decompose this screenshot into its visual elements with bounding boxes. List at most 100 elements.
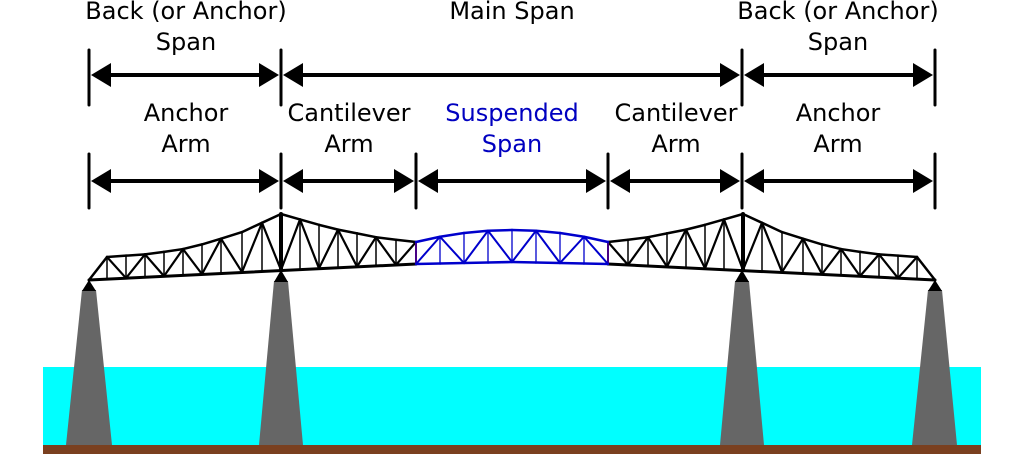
diagonal bbox=[260, 221, 283, 272]
diagonal bbox=[684, 228, 707, 270]
dim-suspended-span-arrow-left bbox=[418, 169, 438, 193]
top-chord bbox=[665, 228, 688, 235]
dim-suspended-span-arrow-right bbox=[586, 169, 606, 193]
label-cantilever-arm-left: Cantilever bbox=[287, 99, 410, 127]
water bbox=[43, 367, 981, 446]
label-cantilever-arm-right-2: Arm bbox=[651, 130, 700, 158]
ground bbox=[43, 445, 981, 454]
dim-anchor-arm-left-arrow-right bbox=[259, 169, 279, 193]
top-chord bbox=[317, 223, 340, 231]
suspended-bottom-chord bbox=[486, 260, 514, 264]
label-suspended-span-2: Span bbox=[482, 130, 542, 158]
label-cantilever-arm-right: Cantilever bbox=[614, 99, 737, 127]
dim-main-span-arrow-right bbox=[720, 63, 740, 87]
label-main-span: Main Span bbox=[449, 0, 574, 25]
pier-right-anchor bbox=[912, 290, 957, 445]
pier-right-main bbox=[720, 281, 764, 445]
diagonal bbox=[240, 221, 264, 274]
diagonal bbox=[703, 218, 726, 270]
top-chord bbox=[722, 212, 745, 221]
diagonal bbox=[162, 247, 185, 278]
diagonal bbox=[780, 237, 805, 274]
truss bbox=[87, 212, 937, 282]
suspended-bottom-chord bbox=[438, 261, 466, 265]
suspended-bottom-chord bbox=[558, 261, 586, 265]
diagonal bbox=[896, 255, 919, 280]
suspended-diagonal bbox=[583, 235, 609, 265]
suspended-diagonal bbox=[487, 229, 513, 263]
top-chord bbox=[760, 221, 784, 234]
dim-back-span-left-arrow-left bbox=[91, 63, 111, 87]
diagonal bbox=[820, 247, 843, 276]
suspended-top-chord bbox=[558, 231, 586, 238]
dim-anchor-arm-right-arrow-left bbox=[744, 169, 764, 193]
suspended-bottom-chord bbox=[462, 261, 490, 265]
label-suspended-span: Suspended bbox=[445, 99, 578, 127]
suspended-top-chord bbox=[582, 235, 610, 244]
diagonal bbox=[298, 218, 321, 270]
bearing bbox=[928, 280, 942, 291]
top-chord bbox=[820, 243, 843, 251]
top-chord bbox=[394, 238, 418, 244]
dim-cantilever-arm-left-arrow-right bbox=[394, 169, 414, 193]
dim-cantilever-arm-right-arrow-right bbox=[720, 169, 740, 193]
diagonal bbox=[317, 228, 340, 270]
top-chord bbox=[780, 230, 805, 240]
top-chord bbox=[877, 253, 900, 257]
diagonal bbox=[279, 218, 302, 272]
top-chord bbox=[181, 243, 204, 251]
diagonal bbox=[355, 236, 378, 268]
diagonal bbox=[374, 236, 398, 266]
diagonal bbox=[646, 236, 669, 268]
top-chord bbox=[355, 232, 378, 239]
diagonal bbox=[200, 237, 223, 276]
diagonal bbox=[181, 247, 204, 276]
diagonal bbox=[124, 253, 147, 280]
top-chord bbox=[162, 247, 185, 254]
label-back-span-right-2: Span bbox=[808, 28, 868, 56]
top-chord bbox=[200, 237, 223, 246]
diagonal bbox=[336, 228, 359, 268]
bearing bbox=[735, 270, 749, 282]
end-post bbox=[915, 255, 937, 282]
top-chord bbox=[260, 212, 283, 225]
top-chord bbox=[839, 247, 862, 254]
bottom-chord bbox=[87, 262, 418, 282]
top-chord bbox=[646, 232, 669, 239]
top-chord bbox=[219, 230, 244, 240]
top-chord bbox=[298, 218, 321, 227]
dimension-lines bbox=[87, 48, 937, 210]
diagonal bbox=[143, 253, 166, 278]
suspended-top-chord bbox=[438, 231, 466, 238]
dim-cantilever-arm-right-arrow-left bbox=[610, 169, 630, 193]
dim-main-span-arrow-left bbox=[283, 63, 303, 87]
pier-left-anchor bbox=[66, 290, 112, 445]
suspended-diagonal bbox=[439, 235, 465, 264]
top-chord bbox=[336, 228, 359, 235]
top-labels: Back (or Anchor) Span Main Span Back (or… bbox=[85, 0, 938, 56]
diagonal bbox=[665, 228, 688, 268]
label-cantilever-arm-left-2: Arm bbox=[324, 130, 373, 158]
diagonal bbox=[606, 240, 630, 266]
dim-cantilever-arm-left-arrow-left bbox=[283, 169, 303, 193]
top-chord bbox=[374, 235, 398, 242]
top-chord bbox=[858, 250, 881, 256]
dim-back-span-right-arrow-right bbox=[913, 63, 933, 87]
top-chord bbox=[240, 221, 264, 234]
diagonal bbox=[877, 253, 900, 280]
suspended-top-chord bbox=[462, 229, 490, 235]
top-chord bbox=[143, 250, 166, 256]
diagonal bbox=[722, 218, 745, 272]
diagonal bbox=[219, 237, 244, 274]
label-anchor-arm-right-2: Arm bbox=[813, 130, 862, 158]
diagonal bbox=[394, 240, 418, 266]
diagonal bbox=[858, 253, 881, 278]
dim-back-span-left-arrow-right bbox=[259, 63, 279, 87]
suspended-diagonal bbox=[535, 229, 561, 264]
suspended-top-chord bbox=[510, 228, 538, 232]
suspended-top-chord bbox=[486, 228, 514, 232]
bottom-labels: Anchor Arm Cantilever Arm Suspended Span… bbox=[144, 99, 881, 158]
label-anchor-arm-left: Anchor bbox=[144, 99, 229, 127]
top-chord bbox=[741, 212, 764, 225]
top-chord bbox=[703, 218, 726, 227]
